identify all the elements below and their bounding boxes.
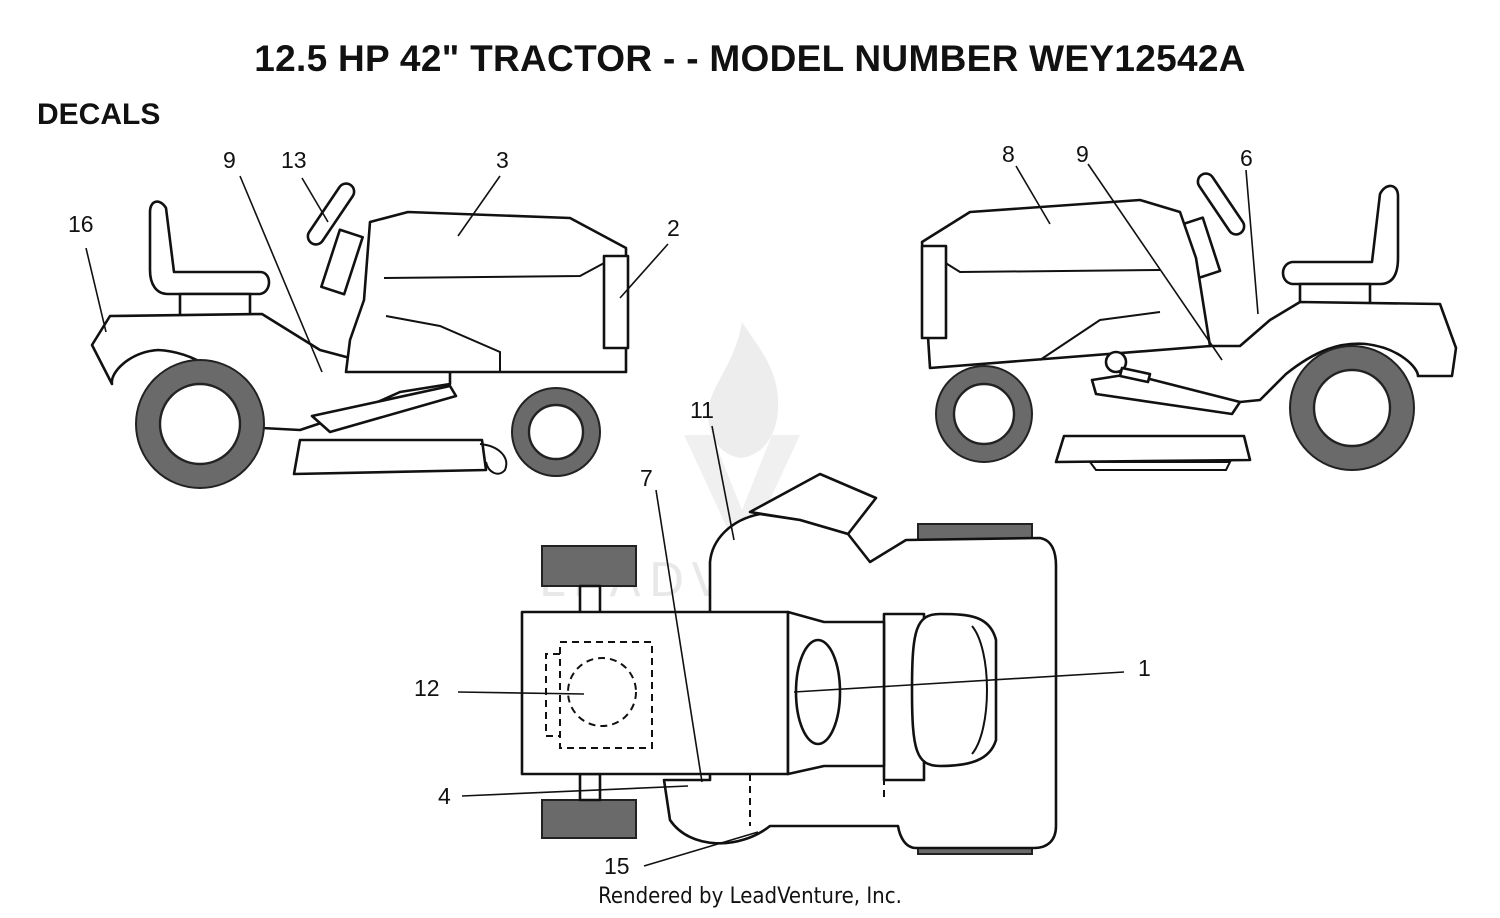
hood-right	[920, 198, 1212, 370]
leader-9-right	[1087, 163, 1223, 361]
seat-outline-back	[545, 653, 560, 737]
leader-16	[85, 247, 107, 333]
rear-axle-lower	[578, 772, 602, 802]
callout-6: 6	[1240, 145, 1253, 171]
callout-15: 15	[604, 853, 630, 879]
tractor-right-side-view: 8 9 6	[920, 141, 1458, 471]
callout-13: 13	[281, 147, 307, 173]
seat	[148, 200, 271, 296]
callout-12: 12	[414, 675, 440, 701]
callout-9-right: 9	[1076, 141, 1089, 167]
leader-1	[793, 671, 1125, 693]
front-bumper-top	[910, 612, 998, 768]
steering-wheel-top	[567, 657, 637, 727]
hood-side-line	[383, 261, 607, 279]
leader-13	[301, 177, 329, 223]
footer-credit: Rendered by LeadVenture, Inc.	[598, 884, 902, 909]
watermark-v-icon	[684, 435, 800, 560]
leader-15	[643, 831, 759, 867]
mower-deck	[292, 438, 488, 476]
deck-belt	[479, 443, 508, 475]
callout-3: 3	[496, 147, 509, 173]
rear-hub-right	[1312, 368, 1392, 448]
grille-right	[920, 244, 948, 340]
seat-right	[1281, 184, 1400, 286]
steering-wheel	[306, 182, 356, 246]
callout-2: 2	[667, 215, 680, 241]
page-title: 12.5 HP 42" TRACTOR - - MODEL NUMBER WEY…	[254, 38, 1246, 79]
grille	[602, 254, 630, 350]
lift-lever-right	[1118, 366, 1152, 384]
callout-16: 16	[68, 211, 94, 237]
rear-tire-top-lower	[541, 799, 637, 839]
hood-side-line-right	[943, 261, 1161, 274]
callout-7: 7	[640, 465, 653, 491]
front-hub-right	[952, 382, 1016, 446]
callout-9-left: 9	[223, 147, 236, 173]
front-hub-left	[527, 403, 585, 461]
leader-11	[711, 425, 735, 541]
tractor-top-view: 11 7 1 12 4 15	[414, 397, 1151, 879]
leader-7	[655, 489, 703, 783]
rear-hub-left	[158, 382, 242, 466]
hood	[344, 210, 628, 374]
mower-deck-right	[1054, 434, 1252, 464]
steering-column	[320, 228, 364, 296]
leader-9-left	[239, 175, 323, 373]
callout-8: 8	[1002, 141, 1015, 167]
rear-axle-upper	[578, 584, 602, 616]
steering-wheel-right	[1196, 172, 1246, 236]
gas-cap-right	[1104, 350, 1128, 374]
hood-lower-line	[385, 315, 501, 372]
leader-2	[619, 243, 669, 299]
callout-1: 1	[1138, 655, 1151, 681]
deck-chute-right	[1088, 461, 1232, 471]
hood-lower-line-right	[1039, 311, 1161, 361]
leader-12	[457, 691, 585, 695]
tractor-left-side-view: 16 9 13 3 2	[68, 147, 680, 489]
leader-3	[457, 175, 501, 237]
section-title: DECALS	[37, 98, 161, 131]
callout-4: 4	[438, 783, 451, 809]
leader-6	[1245, 169, 1259, 315]
brake-pedal	[310, 384, 458, 434]
seat-outline-top	[559, 641, 653, 749]
leader-8	[1015, 165, 1051, 225]
bumper-inner	[971, 625, 988, 755]
seat-base	[178, 292, 252, 318]
callout-11: 11	[690, 397, 714, 423]
rear-tire-top-upper	[541, 545, 637, 587]
watermark-flame-icon	[708, 322, 779, 458]
leader-4	[461, 785, 689, 797]
